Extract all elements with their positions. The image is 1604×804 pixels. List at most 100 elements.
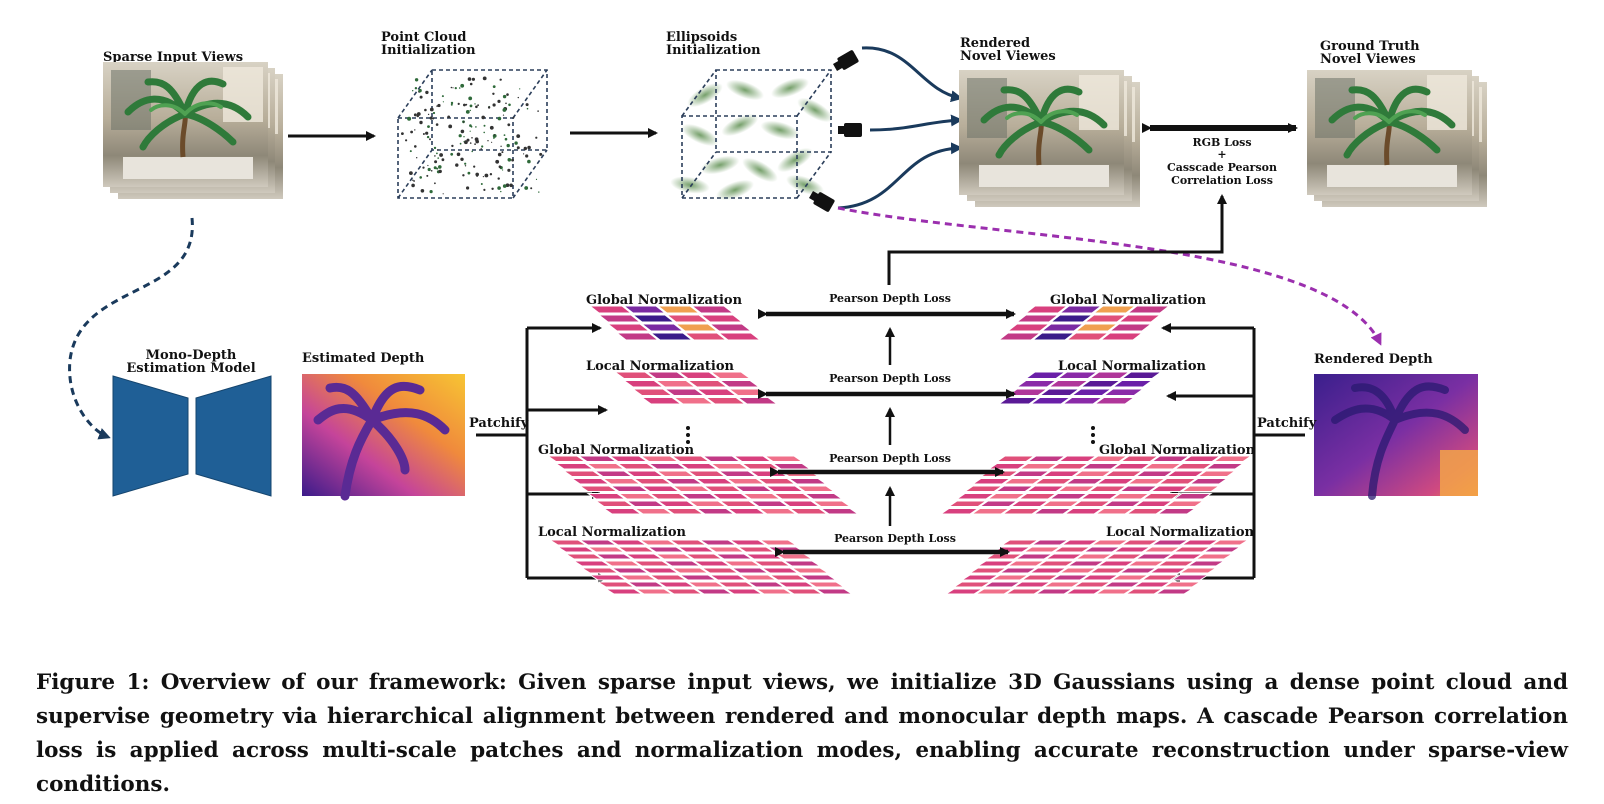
patch-tile: [1096, 560, 1136, 567]
patch-tile: [1088, 371, 1131, 379]
patch-tile: [678, 574, 718, 581]
camera-icon-bottom: [809, 191, 835, 212]
point: [458, 87, 461, 89]
point: [438, 165, 442, 169]
point: [437, 103, 441, 108]
patch-tile: [633, 508, 674, 515]
patch-tile: [757, 508, 798, 515]
point: [418, 88, 422, 93]
patch-tile: [1117, 314, 1162, 323]
patch-tile: [1095, 478, 1136, 485]
patch-tile: [963, 485, 1004, 492]
patch-tile: [1125, 508, 1166, 515]
patch-tile: [1202, 546, 1242, 553]
point: [497, 186, 501, 190]
point: [422, 133, 425, 135]
point: [525, 154, 529, 158]
patch-tile: [997, 397, 1040, 405]
point: [465, 110, 470, 114]
patch-grid: [546, 455, 860, 515]
patch-tile: [990, 574, 1030, 581]
patch-tile: [546, 455, 587, 462]
patch-tile: [564, 553, 604, 560]
patch-tile: [1165, 470, 1206, 477]
patch-tile: [1058, 567, 1098, 574]
point: [459, 142, 462, 145]
patch-tile: [1064, 478, 1105, 485]
point: [432, 111, 436, 115]
gaussian-ellipsoid: [760, 120, 800, 140]
point: [473, 165, 476, 168]
patch-tile: [1111, 380, 1154, 388]
patch-tile: [1090, 539, 1130, 546]
point: [483, 131, 486, 134]
point: [483, 188, 486, 191]
patch-tile: [1050, 574, 1090, 581]
sparse-input-view-image: [103, 62, 268, 187]
point: [436, 105, 438, 107]
point: [456, 152, 461, 157]
point: [469, 104, 473, 108]
patch-tile: [686, 470, 727, 477]
left-ellipsis: [686, 426, 690, 444]
patch-tile: [577, 455, 618, 462]
patch-tile: [998, 567, 1038, 574]
point: [413, 180, 415, 182]
patch-tile: [1142, 463, 1183, 470]
point: [419, 176, 423, 179]
patch-tile: [1063, 508, 1104, 515]
patch-tile: [554, 463, 595, 470]
patch-tile: [1149, 485, 1190, 492]
patch-tile: [701, 455, 742, 462]
point: [448, 124, 453, 129]
ellipsoids-label-2: Initialization: [666, 43, 761, 58]
patch-tile: [616, 546, 656, 553]
patch-tile: [746, 581, 786, 588]
patch-tile: [556, 546, 596, 553]
patch-grid: [548, 539, 854, 595]
point: [457, 102, 460, 105]
patch-tile: [960, 574, 1000, 581]
patch-tile: [1071, 500, 1112, 507]
patch-grid: [939, 455, 1253, 515]
patch-tile: [1162, 581, 1202, 588]
patch-tile: [1049, 463, 1090, 470]
patch-tile: [1103, 470, 1144, 477]
patch-tile: [741, 493, 782, 500]
point: [429, 190, 433, 194]
patch-tile: [718, 380, 761, 388]
patch-tile: [640, 323, 685, 332]
patch-tile: [968, 567, 1008, 574]
point: [412, 179, 414, 181]
point: [476, 174, 479, 177]
patch-tile: [647, 463, 688, 470]
right-norm-label-4: Local Normalization: [1106, 525, 1254, 540]
patch-tile: [662, 560, 702, 567]
patch-tile: [687, 500, 728, 507]
patch-tile: [1044, 553, 1084, 560]
point: [471, 137, 473, 139]
patch-grid: [588, 305, 762, 341]
patch-tile: [708, 574, 748, 581]
patch-tile: [752, 560, 792, 567]
patch-tile: [718, 500, 759, 507]
patch-tile: [1164, 500, 1205, 507]
point: [502, 169, 504, 171]
mono-depth-label-1: Mono-Depth: [146, 348, 237, 363]
patch-tile: [995, 455, 1036, 462]
patch-tile: [819, 508, 860, 515]
patch-tile: [1134, 470, 1175, 477]
patch-tile: [1036, 560, 1076, 567]
patch-tile: [1173, 463, 1214, 470]
point: [442, 101, 444, 103]
patch-tile: [654, 380, 697, 388]
point: [434, 160, 438, 164]
patch-tile: [784, 588, 824, 595]
point: [527, 145, 531, 150]
patch-tile: [1034, 588, 1074, 595]
patch-tile: [683, 332, 728, 341]
patch-tile: [646, 546, 686, 553]
patch-tile: [1178, 567, 1218, 574]
point: [498, 165, 502, 168]
patch-tile: [640, 567, 680, 574]
